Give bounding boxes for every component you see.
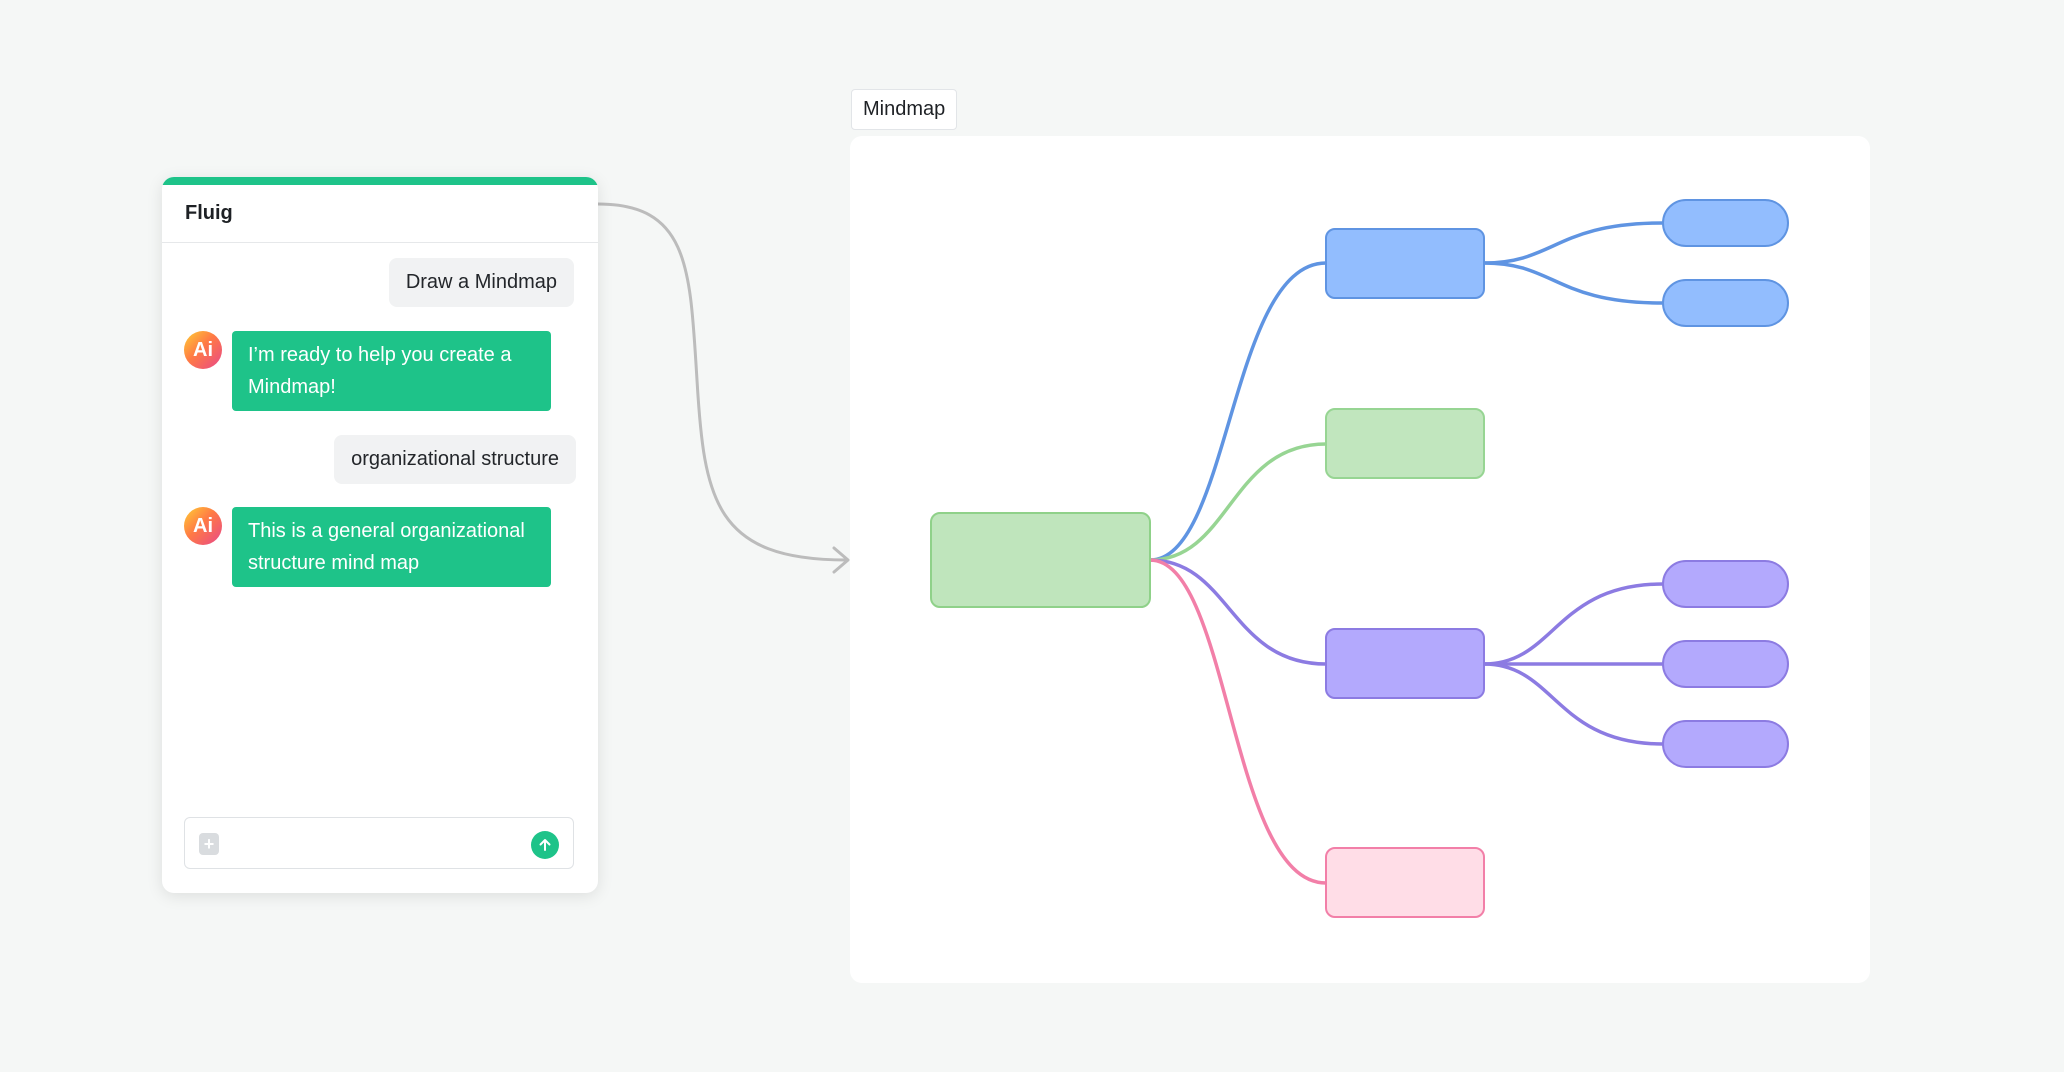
mindmap-node-blue[interactable] [1325, 228, 1485, 299]
ai-avatar-icon: Ai [184, 331, 222, 369]
mindmap-node-pink[interactable] [1325, 847, 1485, 918]
chat-input-box[interactable]: + [184, 817, 574, 869]
edge-blue-child [1483, 261, 1664, 305]
mindmap-root-node[interactable] [930, 512, 1151, 608]
edge-root-purple [1149, 558, 1327, 666]
chat-messages: Draw a Mindmap Ai I’m ready to help you … [162, 243, 598, 803]
mindmap-leaf-blue[interactable] [1662, 199, 1789, 247]
ai-message: I’m ready to help you create a Mindmap! [232, 331, 551, 411]
edge-root-green [1149, 442, 1327, 562]
ai-message-row: Ai This is a general organizational stru… [184, 507, 551, 587]
mindmap-leaf-blue[interactable] [1662, 279, 1789, 327]
canvas-tab-mindmap[interactable]: Mindmap [851, 89, 958, 130]
connector-arrowhead [832, 546, 850, 574]
send-button[interactable] [531, 831, 559, 859]
mindmap-node-green[interactable] [1325, 408, 1485, 479]
ai-avatar-icon: Ai [184, 507, 222, 545]
mindmap-diagram [930, 199, 1789, 918]
connector-curve [597, 202, 847, 562]
ai-message: This is a general organizational structu… [232, 507, 551, 587]
edge-purple-child [1483, 662, 1664, 746]
mindmap-canvas [850, 136, 1870, 983]
edge-root-blue [1149, 261, 1327, 562]
user-message: Draw a Mindmap [388, 258, 574, 307]
send-arrow-up-icon [539, 839, 551, 851]
user-message: organizational structure [334, 435, 576, 484]
mindmap-leaf-purple[interactable] [1662, 640, 1789, 688]
chat-title: Fluig [162, 185, 598, 243]
mindmap-node-purple[interactable] [1325, 628, 1485, 699]
add-attachment-icon[interactable]: + [199, 833, 219, 855]
message-input[interactable] [229, 828, 523, 860]
chat-top-accent [162, 177, 598, 185]
ai-message-row: Ai I’m ready to help you create a Mindma… [184, 331, 551, 411]
edge-purple-child [1483, 582, 1664, 666]
edge-root-pink [1149, 558, 1327, 885]
mindmap-leaf-purple[interactable] [1662, 560, 1789, 608]
mindmap-leaf-purple[interactable] [1662, 720, 1789, 768]
chat-panel: Fluig Draw a Mindmap Ai I’m ready to hel… [162, 177, 598, 893]
edge-blue-child [1483, 221, 1664, 265]
